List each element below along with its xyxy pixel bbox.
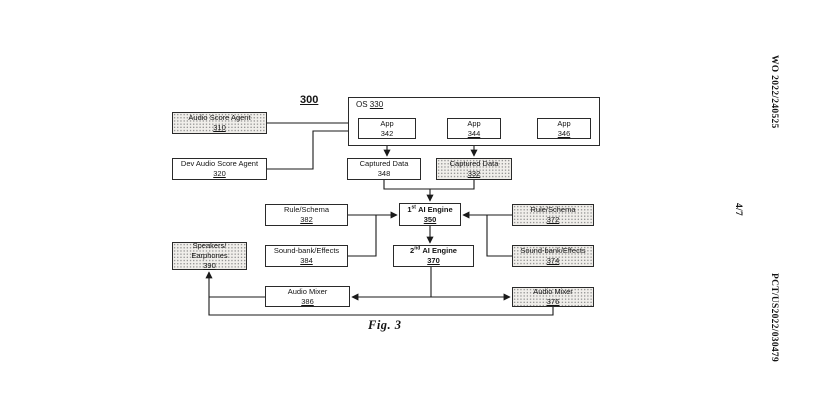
box-captured-data-348: Captured Data 348 (347, 158, 421, 180)
box-label: App (380, 118, 394, 128)
box-label: Rule/Schema (530, 205, 576, 215)
box-label-line1: Speakers/ (192, 241, 227, 251)
os-label-text: OS (356, 100, 368, 109)
arrow-mixer376-to-speakers (205, 271, 554, 316)
box-label-line2: Earphones (191, 251, 228, 261)
box-label: Audio Mixer (287, 286, 328, 296)
box-captured-data-332: Captured Data 332 (436, 158, 512, 180)
line-soundbank374-join (486, 215, 512, 257)
box-num: 344 (467, 128, 481, 138)
diagram-reference-number: 300 (300, 94, 319, 106)
box-label: Captured Data (449, 159, 499, 169)
ordinal: 1 (407, 204, 412, 214)
publication-number-vertical: WO 2022/240525 (769, 55, 779, 129)
box-rule-schema-382: Rule/Schema 382 (265, 204, 348, 226)
box-audio-mixer-376: Audio Mixer 376 (512, 287, 594, 307)
sheet-number-vertical: 4/7 (733, 203, 743, 217)
box-rule-schema-372: Rule/Schema 372 (512, 204, 594, 226)
box-label: Audio Score Agent (188, 113, 251, 123)
line-soundbank384-join (348, 215, 377, 257)
os-label-num: 330 (369, 100, 384, 109)
box-num: 374 (546, 256, 560, 265)
ordinal-suffix: st (411, 204, 416, 211)
box-app-344: App 344 (447, 118, 501, 139)
arrow-agent320-to-app342 (267, 127, 357, 170)
box-num: 342 (380, 128, 394, 138)
box-num: 376 (546, 297, 560, 306)
box-label: Captured Data (359, 159, 409, 169)
engine-label: AI Engine (418, 204, 453, 214)
box-num: 346 (557, 128, 571, 138)
box-label: 1st AI Engine (407, 205, 452, 215)
box-num: 386 (301, 296, 314, 306)
box-label: App (557, 118, 571, 128)
ordinal: 2 (410, 246, 415, 256)
box-audio-score-agent: Audio Score Agent 310 (172, 112, 267, 134)
box-second-ai-engine: 2nd AI Engine 370 (393, 245, 474, 267)
box-num: 370 (427, 256, 440, 265)
application-number-vertical: PCT/US2022/030479 (769, 273, 779, 363)
box-num: 382 (300, 215, 313, 224)
engine-label: AI Engine (422, 246, 457, 256)
box-sound-bank-384: Sound-bank/Effects 384 (265, 245, 348, 267)
box-num: 348 (377, 169, 391, 178)
line-captured-merge (383, 180, 475, 190)
box-label: Sound-bank/Effects (520, 246, 586, 256)
box-label: 2nd AI Engine (410, 246, 457, 256)
box-first-ai-engine: 1st AI Engine 350 (399, 203, 461, 226)
box-app-342: App 342 (358, 118, 416, 139)
box-num: 372 (546, 215, 560, 224)
box-speakers-earphones: Speakers/ Earphones 390 (172, 241, 247, 270)
box-sound-bank-374: Sound-bank/Effects 374 (512, 245, 594, 267)
figure-caption: Fig. 3 (368, 318, 402, 332)
box-label: Sound-bank/Effects (273, 246, 340, 256)
box-num: 332 (467, 169, 481, 178)
box-label: Rule/Schema (283, 205, 330, 215)
box-num: 350 (423, 214, 437, 224)
box-label: App (467, 118, 481, 128)
box-label: Dev Audio Score Agent (180, 159, 259, 169)
box-dev-audio-score-agent: Dev Audio Score Agent 320 (172, 158, 267, 180)
os-group-label: OS 330 (356, 100, 383, 109)
box-audio-mixer-386: Audio Mixer 386 (265, 286, 350, 307)
ordinal-suffix: nd (414, 245, 421, 252)
box-num: 310 (213, 123, 226, 132)
box-label: Audio Mixer (533, 287, 573, 297)
box-app-346: App 346 (537, 118, 591, 139)
box-num: 320 (213, 169, 226, 178)
box-num: 390 (203, 260, 216, 270)
box-num: 384 (300, 256, 313, 265)
